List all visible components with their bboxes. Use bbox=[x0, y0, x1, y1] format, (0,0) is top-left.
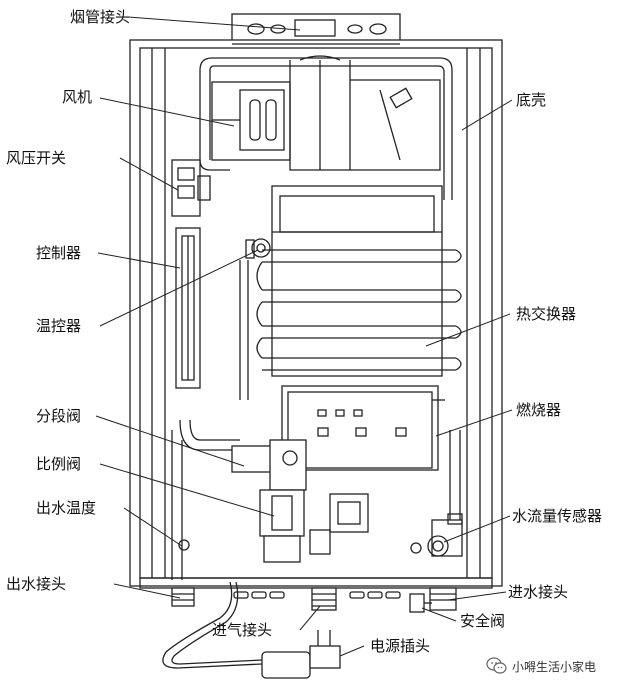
air-pressure-switch-part bbox=[171, 159, 211, 217]
watermark-text: 小嘚生活小家电 bbox=[512, 660, 597, 674]
gas-inlet-part bbox=[311, 587, 337, 611]
label-gas-inlet-connector: 进气接头 bbox=[212, 621, 273, 639]
label-outlet-connector: 出水接头 bbox=[6, 575, 67, 593]
flue-connector-part bbox=[231, 13, 401, 45]
label-controller: 控制器 bbox=[36, 244, 82, 262]
label-inlet-connector: 进水接头 bbox=[508, 583, 569, 601]
controller-part bbox=[175, 227, 201, 389]
label-air-pressure-switch: 风压开关 bbox=[6, 149, 67, 167]
label-base-shell: 底壳 bbox=[516, 91, 547, 109]
label-fan: 风机 bbox=[62, 88, 93, 106]
label-outlet-temperature: 出水温度 bbox=[36, 499, 97, 517]
label-temperature-control: 温控器 bbox=[36, 317, 82, 335]
heat-exchanger-part bbox=[239, 185, 462, 400]
safety-valve-part bbox=[409, 593, 432, 613]
label-flue-connector: 烟管接头 bbox=[70, 8, 131, 26]
burner-part bbox=[281, 385, 445, 471]
label-heat-exchanger: 热交换器 bbox=[516, 305, 577, 323]
segment-valve-part bbox=[179, 419, 307, 491]
outlet-pipe-part bbox=[171, 430, 195, 607]
label-proportional-valve: 比例阀 bbox=[36, 455, 82, 473]
wechat-icon bbox=[486, 657, 507, 674]
label-segment-valve: 分段阀 bbox=[36, 407, 82, 425]
label-safety-valve: 安全阀 bbox=[460, 612, 506, 630]
leader-lines bbox=[95, 16, 513, 657]
fan-part bbox=[211, 55, 441, 171]
bottom-slots bbox=[233, 591, 401, 599]
temperature-control-part bbox=[245, 238, 271, 259]
water-flow-sensor-part bbox=[410, 430, 463, 557]
inlet-connector-part bbox=[429, 587, 457, 611]
label-water-flow-sensor: 水流量传感器 bbox=[512, 507, 603, 525]
label-power-plug: 电源插头 bbox=[370, 637, 431, 655]
proportional-valve-part bbox=[259, 489, 369, 563]
power-plug-part bbox=[162, 581, 341, 679]
label-burner: 燃烧器 bbox=[516, 401, 562, 419]
